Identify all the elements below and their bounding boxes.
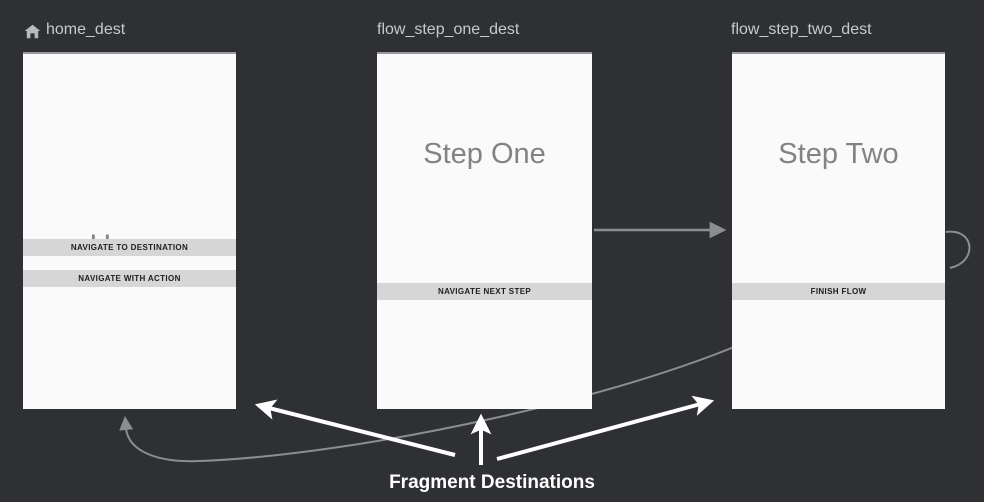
button-navigate-with-action[interactable]: Navigate with action [23, 270, 236, 287]
edge-step-two-to-home [119, 329, 773, 463]
annotation-arrow-to-home-dest [254, 399, 456, 457]
node-label-text: flow_step_two_dest [731, 21, 872, 38]
button-navigate-next-step[interactable]: Navigate next step [377, 283, 592, 300]
destination-screen-flow-step-one-dest[interactable]: Step One Navigate next step [377, 52, 592, 409]
screen-title: Step One [423, 138, 546, 170]
node-label-flow-step-two-dest: flow_step_two_dest [731, 21, 872, 39]
node-label-text: flow_step_one_dest [377, 21, 520, 38]
destination-screen-home-dest[interactable]: Home Navigate to destination Navigate wi… [23, 52, 236, 409]
home-icon [24, 24, 41, 39]
annotation-arrow-to-flow-step-two-dest [496, 395, 715, 461]
button-finish-flow[interactable]: Finish flow [732, 283, 945, 300]
screen-title: Step Two [778, 138, 899, 170]
node-label-home-dest: home_dest [24, 21, 125, 39]
edge-step-two-self-loop [945, 230, 971, 269]
caption-fragment-destinations: Fragment Destinations [389, 472, 595, 493]
button-navigate-to-destination[interactable]: Navigate to destination [23, 239, 236, 256]
destination-screen-flow-step-two-dest[interactable]: Step Two Finish flow [732, 52, 945, 409]
node-label-flow-step-one-dest: flow_step_one_dest [377, 21, 519, 39]
node-label-text: home_dest [46, 21, 126, 38]
